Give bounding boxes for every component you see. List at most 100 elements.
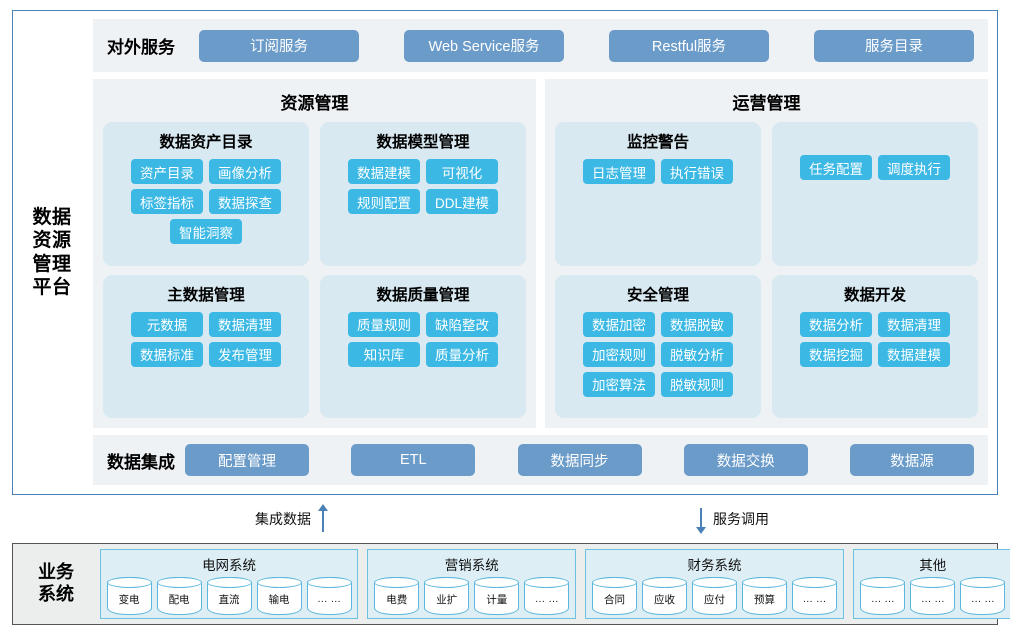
external-service-item-2[interactable]: Restful服务 — [609, 29, 769, 62]
chip[interactable]: 资产目录 — [131, 159, 203, 184]
management-sections: 资源管理 数据资产目录 资产目录 画像分析 标签指标 数据探查 智能洞察 — [93, 79, 988, 428]
integration-item-2[interactable]: 数据同步 — [517, 444, 642, 476]
chip[interactable]: 加密规则 — [583, 341, 655, 367]
external-services-band: 对外服务 订阅服务 Web Service服务 Restful服务 服务目录 — [93, 19, 988, 72]
card-title: 主数据管理 — [167, 286, 245, 304]
chip[interactable]: 脱敏分析 — [661, 341, 733, 367]
card-chips: 日志管理 执行错误 — [564, 159, 752, 184]
group-title: 其他 — [919, 558, 947, 573]
chip[interactable]: 智能洞察 — [170, 219, 242, 244]
chip[interactable]: 数据清理 — [209, 311, 281, 337]
external-service-item-0[interactable]: 订阅服务 — [199, 29, 359, 62]
arrow-down-icon — [695, 504, 707, 534]
group-nodes: 变电 配电 直流 输电 … … — [106, 577, 352, 615]
database-cylinder-icon[interactable]: … … — [960, 577, 1006, 615]
database-cylinder-icon[interactable]: … … — [910, 577, 956, 615]
chip[interactable]: 日志管理 — [583, 159, 655, 184]
arrow-up-icon — [317, 504, 329, 534]
node-label: … … — [317, 593, 342, 605]
business-group-finance: 财务系统 合同 应收 应付 预算 … … — [585, 549, 844, 619]
database-cylinder-icon[interactable]: … … — [860, 577, 906, 615]
node-label: 电费 — [386, 593, 408, 606]
database-cylinder-icon[interactable]: 直流 — [206, 577, 252, 615]
card-title: 数据质量管理 — [376, 286, 470, 304]
business-system-groups: 电网系统 变电 配电 直流 输电 … … 营销系统 电费 业扩 计量 … … — [100, 549, 1010, 619]
node-label: … … — [870, 593, 895, 605]
node-label: 输电 — [268, 593, 290, 606]
database-cylinder-icon[interactable]: 预算 — [741, 577, 787, 615]
chip[interactable]: 数据探查 — [209, 189, 281, 214]
database-cylinder-icon[interactable]: 配电 — [156, 577, 202, 615]
node-label: 计量 — [486, 593, 508, 606]
node-label: 直流 — [218, 593, 240, 606]
chip[interactable]: 脱敏规则 — [661, 371, 733, 397]
chip[interactable]: 任务配置 — [800, 155, 872, 180]
card-chips: 资产目录 画像分析 标签指标 数据探查 智能洞察 — [112, 159, 300, 244]
card-title: 监控警告 — [626, 134, 689, 151]
chip[interactable]: 规则配置 — [348, 189, 420, 214]
chip[interactable]: 质量规则 — [348, 311, 420, 337]
chip[interactable]: DDL建模 — [426, 189, 498, 214]
chip[interactable]: 数据分析 — [800, 311, 872, 337]
business-label-line-1: 业务 — [38, 562, 74, 583]
node-label: … … — [802, 593, 827, 605]
section-title-operations: 运营管理 — [732, 94, 801, 113]
data-integration-items: 配置管理 ETL 数据同步 数据交换 数据源 — [185, 444, 974, 476]
database-cylinder-icon[interactable]: … … — [524, 577, 570, 615]
chip[interactable]: 数据建模 — [878, 341, 950, 367]
group-nodes: 电费 业扩 计量 … … — [374, 577, 570, 615]
connector-strip: 集成数据 服务调用 — [0, 498, 1010, 540]
database-cylinder-icon[interactable]: 输电 — [256, 577, 302, 615]
chip[interactable]: 标签指标 — [131, 189, 203, 214]
integration-item-0[interactable]: 配置管理 — [185, 444, 309, 476]
chip[interactable]: 质量分析 — [426, 341, 498, 367]
group-title: 财务系统 — [687, 558, 742, 573]
integration-item-3[interactable]: 数据交换 — [683, 444, 808, 476]
node-label: 变电 — [118, 593, 140, 606]
chip[interactable]: 数据建模 — [348, 159, 420, 184]
data-resource-platform-panel: 数据 资源 管理 平台 对外服务 订阅服务 Web Service服务 Rest… — [12, 10, 998, 495]
chip[interactable]: 调度执行 — [878, 155, 950, 180]
business-label-line-2: 系统 — [38, 584, 74, 604]
integration-item-1[interactable]: ETL — [351, 444, 476, 476]
section-operations-management: 运营管理 监控警告 日志管理 执行错误 — [545, 79, 988, 428]
business-group-marketing: 营销系统 电费 业扩 计量 … … — [367, 549, 577, 619]
database-cylinder-icon[interactable]: … … — [791, 577, 837, 615]
card-monitoring-alerts: 监控警告 日志管理 执行错误 — [555, 122, 761, 266]
node-label: 预算 — [753, 593, 775, 606]
chip[interactable]: 可视化 — [426, 159, 498, 184]
platform-body: 对外服务 订阅服务 Web Service服务 Restful服务 服务目录 资… — [91, 11, 997, 494]
chip[interactable]: 数据标准 — [131, 341, 203, 367]
card-chips: 数据加密 数据脱敏 加密规则 脱敏分析 加密算法 脱敏规则 — [564, 311, 752, 397]
chip[interactable]: 知识库 — [348, 341, 420, 367]
card-data-development: 数据开发 数据分析 数据清理 数据挖掘 数据建模 — [772, 274, 978, 418]
chip[interactable]: 加密算法 — [583, 371, 655, 397]
database-cylinder-icon[interactable]: 电费 — [374, 577, 420, 615]
business-systems-panel: 业务 系统 电网系统 变电 配电 直流 输电 … … 营销系统 电费 业扩 — [12, 543, 1010, 625]
database-cylinder-icon[interactable]: 应付 — [691, 577, 737, 615]
database-cylinder-icon[interactable]: 业扩 — [424, 577, 470, 615]
database-cylinder-icon[interactable]: 变电 — [106, 577, 152, 615]
node-label: … … — [920, 593, 945, 605]
database-cylinder-icon[interactable]: 合同 — [591, 577, 637, 615]
external-service-item-1[interactable]: Web Service服务 — [404, 29, 564, 62]
chip[interactable]: 数据挖掘 — [800, 341, 872, 367]
chip[interactable]: 数据加密 — [583, 311, 655, 337]
chip[interactable]: 发布管理 — [209, 341, 281, 367]
chip[interactable]: 画像分析 — [209, 159, 281, 184]
data-integration-title: 数据集成 — [107, 452, 175, 472]
external-service-item-3[interactable]: 服务目录 — [814, 29, 974, 62]
chip[interactable]: 数据清理 — [878, 311, 950, 337]
database-cylinder-icon[interactable]: … … — [306, 577, 352, 615]
business-group-other: 其他 … … … … … … — [852, 549, 1010, 619]
node-label: … … — [970, 593, 995, 605]
chip[interactable]: 数据脱敏 — [661, 311, 733, 337]
chip[interactable]: 元数据 — [131, 311, 203, 337]
database-cylinder-icon[interactable]: 应收 — [641, 577, 687, 615]
database-cylinder-icon[interactable]: 计量 — [474, 577, 520, 615]
card-chips: 元数据 数据清理 数据标准 发布管理 — [112, 311, 300, 367]
chip[interactable]: 执行错误 — [661, 159, 733, 184]
chip[interactable]: 缺陷整改 — [426, 311, 498, 337]
platform-label-line-1: 数据 — [32, 207, 72, 229]
integration-item-4[interactable]: 数据源 — [850, 444, 974, 476]
